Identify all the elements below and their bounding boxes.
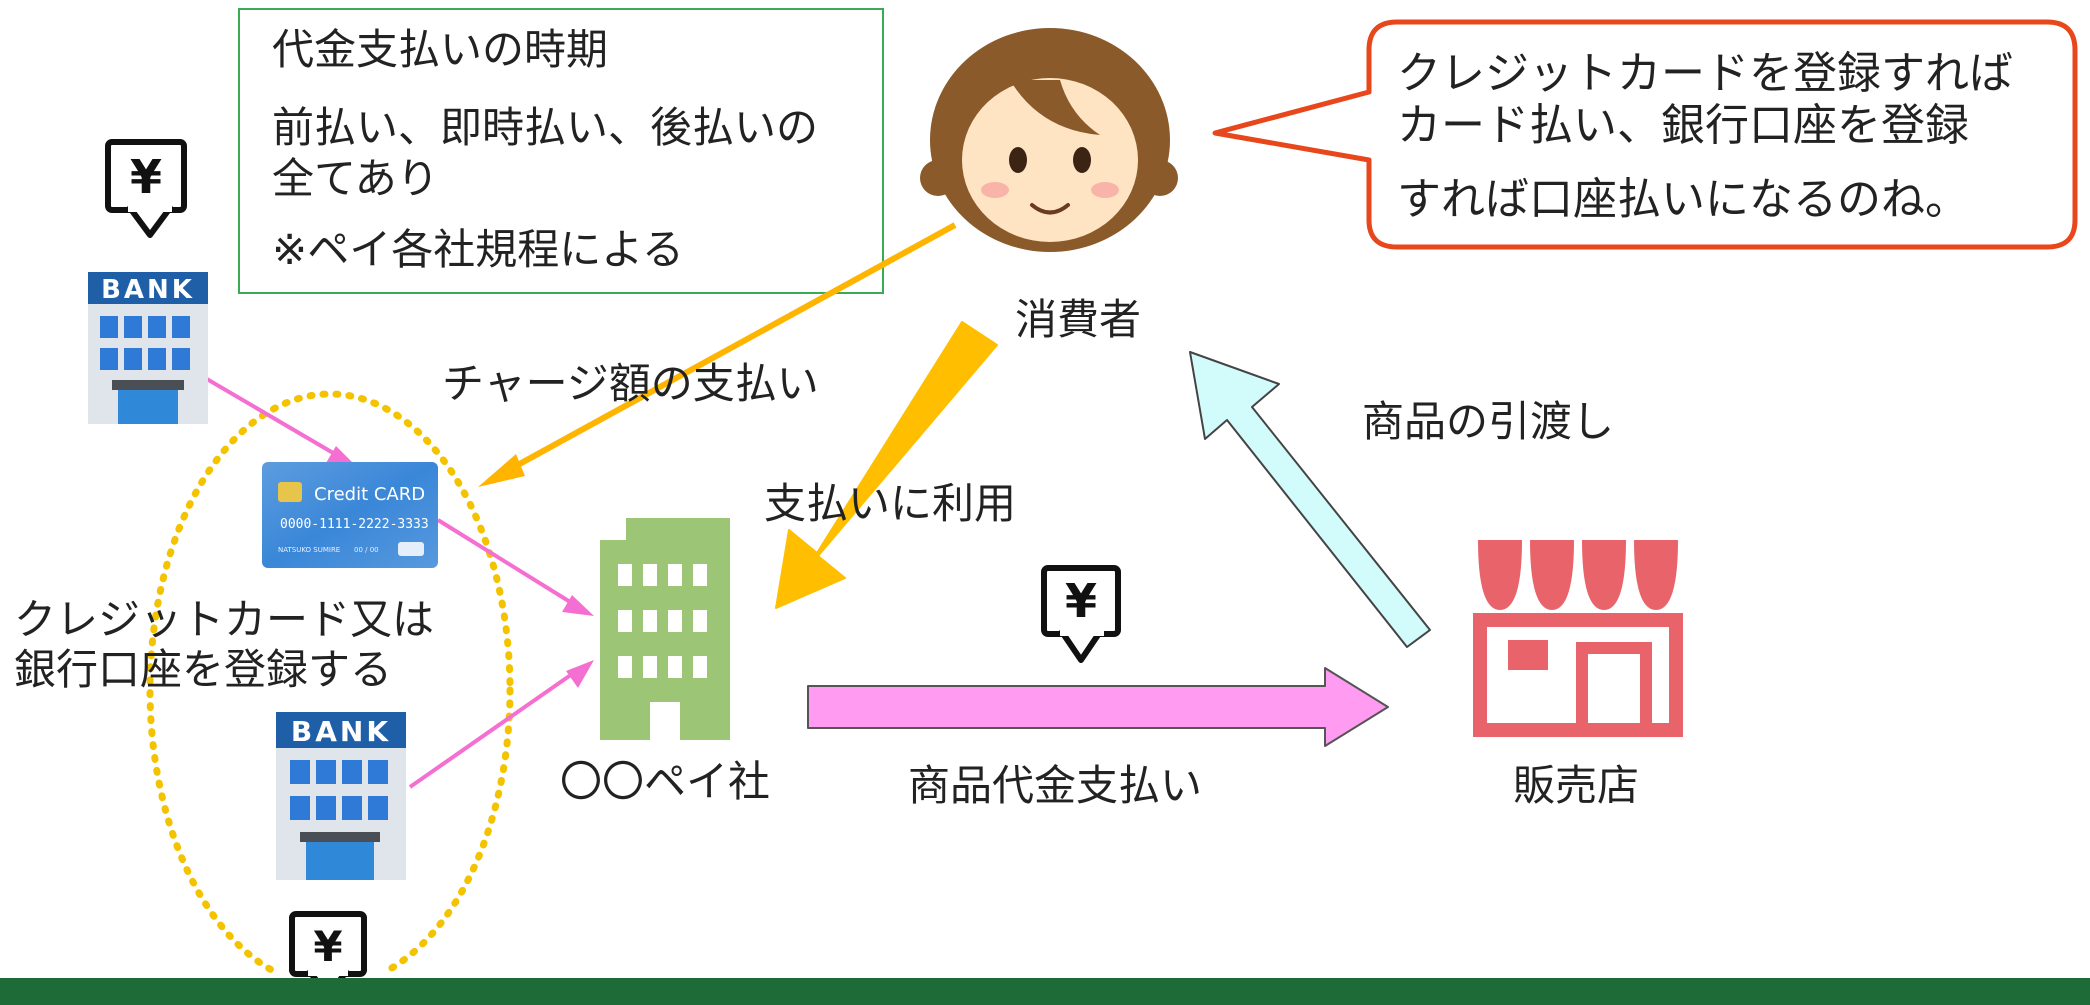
goods-delivery-arrow	[1189, 351, 1431, 648]
yen-sign-icon-middle: ¥	[1041, 565, 1121, 663]
yen-symbol-top: ¥	[130, 150, 162, 204]
store-icon	[1473, 540, 1683, 737]
bubble-line-2: カード払い、銀行口座を登録	[1397, 100, 1969, 151]
charge-payment-arrow	[478, 222, 957, 487]
pay-company-label: 〇〇ペイ社	[560, 757, 771, 806]
use-for-payment-arrow	[775, 321, 998, 609]
yen-sign-icon-top: ¥	[105, 139, 187, 238]
yen-symbol-bottom: ¥	[313, 922, 342, 971]
speech-bubble-shape	[1212, 19, 2078, 250]
timing-title: 代金支払いの時期	[272, 25, 609, 74]
bubble-line-3: すれば口座払いになるのね。	[1397, 174, 1969, 225]
bank-to-card-arrow	[198, 373, 356, 466]
goods-delivery-label: 商品の引渡し	[1362, 397, 1615, 446]
card-holder: NATSUKO SUMIRE	[278, 546, 340, 554]
pay-company-building-icon	[600, 518, 730, 740]
bank-label-top: BANK	[101, 275, 195, 305]
register-label-line-1: クレジットカード又は	[14, 595, 435, 644]
timing-note: ※ペイ各社規程による	[272, 225, 684, 274]
card-number: 0000-1111-2222-3333	[280, 517, 429, 532]
bank-to-company-arrow	[408, 660, 594, 789]
bottom-bar	[0, 978, 2090, 1005]
yen-symbol-middle: ¥	[1065, 574, 1097, 628]
credit-card-icon: Credit CARD 0000-1111-2222-3333 NATSUKO …	[262, 462, 438, 568]
card-expiry: 00 / 00	[354, 546, 379, 554]
register-label-line-2: 銀行口座を登録する	[14, 645, 393, 694]
timing-line-2: 全てあり	[272, 154, 439, 203]
goods-payment-arrow	[807, 667, 1389, 747]
charge-payment-label: チャージ額の支払い	[442, 359, 819, 408]
goods-payment-label: 商品代金支払い	[908, 761, 1203, 810]
bank-building-icon-top: BANK	[88, 272, 208, 424]
timing-line-1: 前払い、即時払い、後払いの	[272, 103, 819, 152]
consumer-speech-bubble: クレジットカードを登録すれば カード払い、銀行口座を登録 すれば口座払いになるの…	[1365, 22, 2075, 247]
store-label: 販売店	[1513, 761, 1640, 810]
bank-label-bottom: BANK	[291, 715, 391, 748]
consumer-face-icon	[920, 28, 1178, 252]
card-brand: Credit CARD	[314, 484, 425, 505]
card-to-company-arrow	[436, 518, 594, 616]
payment-timing-box: 代金支払いの時期 前払い、即時払い、後払いの 全てあり ※ペイ各社規程による	[238, 8, 884, 294]
use-for-payment-label: 支払いに利用	[764, 479, 1017, 528]
bank-building-icon-bottom: BANK	[276, 712, 406, 880]
bubble-line-1: クレジットカードを登録すれば	[1397, 48, 2013, 99]
consumer-label: 消費者	[1015, 295, 1142, 344]
